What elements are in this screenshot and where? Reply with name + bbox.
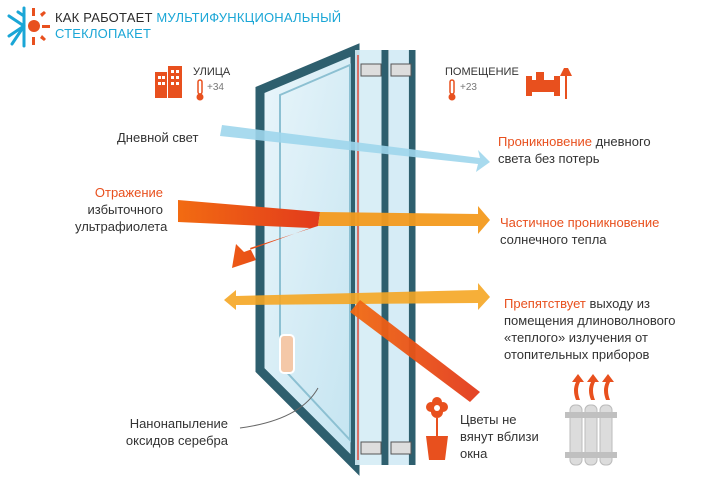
title-dark: КАК РАБОТАЕТ	[55, 10, 157, 25]
middle-pane	[355, 50, 385, 465]
reflection-line3: ультрафиолета	[75, 219, 168, 234]
sofa-lamp-icon	[526, 68, 572, 99]
flowers-line3: окна	[460, 446, 488, 461]
outside-label: УЛИЦА	[193, 66, 231, 78]
penetration-rest: дневного	[592, 134, 651, 149]
daylight-arrow	[220, 125, 490, 172]
outer-pane	[260, 50, 355, 465]
longwave-arrow	[224, 283, 490, 310]
prevents-line3: «теплого» излучения от	[504, 330, 648, 345]
prevents-line2: помещения длиноволнового	[504, 313, 676, 328]
prevents-accent: Препятствует	[504, 296, 586, 311]
nano-label: Нанонапыление оксидов серебра	[116, 415, 228, 449]
partial-heat-arrow	[318, 206, 490, 234]
title-accent: МУЛЬТИФУНКЦИОНАЛЬНЫЙ	[156, 10, 342, 25]
reflection-accent: Отражение	[94, 185, 163, 200]
partial-accent: Частичное проникновение	[500, 215, 660, 230]
prevents-line4: отопительных приборов	[504, 347, 650, 362]
radiator-icon	[565, 374, 617, 466]
inside-temp: +23	[460, 82, 477, 93]
reflection-arrow	[178, 200, 320, 268]
nano-coating-mark	[279, 334, 295, 374]
partial-label: Частичное проникновение солнечного тепла	[500, 214, 659, 248]
logo-icon	[7, 6, 50, 48]
penetration-accent: Проникновение	[498, 134, 593, 149]
prevents-label: Препятствует выходу из помещения длиново…	[504, 295, 676, 363]
reflection-label: Отражение избыточного ультрафиолета	[75, 184, 167, 235]
nano-pointer	[239, 387, 319, 429]
partial-line2: солнечного тепла	[500, 232, 607, 247]
daylight-label: Дневной свет	[117, 130, 199, 145]
penetration-label: Проникновение дневного света без потерь	[498, 133, 651, 167]
page-title: КАК РАБОТАЕТ МУЛЬТИФУНКЦИОНАЛЬНЫЙ СТЕКЛО…	[55, 10, 341, 42]
penetration-line2: света без потерь	[498, 151, 600, 166]
nano-line1: Нанонапыление	[129, 416, 228, 431]
flowers-line1: Цветы не	[460, 412, 517, 427]
radiator-beam	[350, 300, 480, 402]
thermometer-outside-icon	[196, 79, 204, 101]
reflection-line2: избыточного	[87, 202, 164, 217]
nano-line2: оксидов серебра	[125, 433, 228, 448]
flower-icon	[426, 397, 448, 460]
flowers-line2: вянут вблизи	[460, 429, 539, 444]
flowers-label: Цветы не вянут вблизи окна	[460, 411, 539, 462]
title-line2: СТЕКЛОПАКЕТ	[55, 26, 152, 41]
building-icon	[155, 66, 182, 98]
outside-temp: +34	[207, 82, 224, 93]
thermometer-inside-icon	[448, 79, 456, 101]
prevents-rest: выходу из	[585, 296, 650, 311]
inside-label: ПОМЕЩЕНИЕ	[445, 66, 519, 78]
